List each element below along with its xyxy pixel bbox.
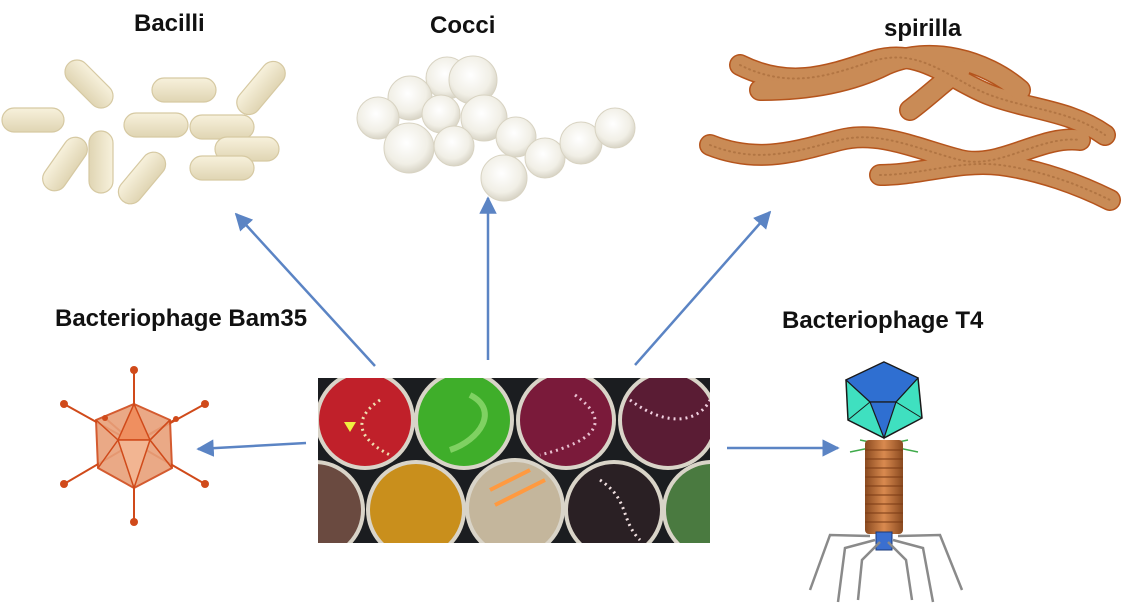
arrows — [196, 196, 840, 457]
bacteriophage-bam35-label: Bacteriophage Bam35 — [55, 305, 308, 332]
cocci-illustration — [356, 55, 636, 202]
petri-dishes-photo — [318, 378, 710, 543]
cocci-label: Cocci — [430, 12, 496, 39]
arrow-to-bacilli — [234, 212, 376, 367]
arrow-to-spirilla — [634, 210, 772, 366]
arrow-to-bam35 — [196, 439, 307, 457]
spirilla-label: spirilla — [884, 15, 962, 42]
spirilla-illustration — [699, 44, 1121, 211]
bacilli-illustration — [1, 59, 286, 205]
bacteriophage-t4-label: Bacteriophage T4 — [782, 307, 984, 334]
bam35-illustration — [60, 366, 209, 526]
bacilli-label: Bacilli — [134, 10, 205, 37]
t4-illustration — [808, 361, 964, 603]
